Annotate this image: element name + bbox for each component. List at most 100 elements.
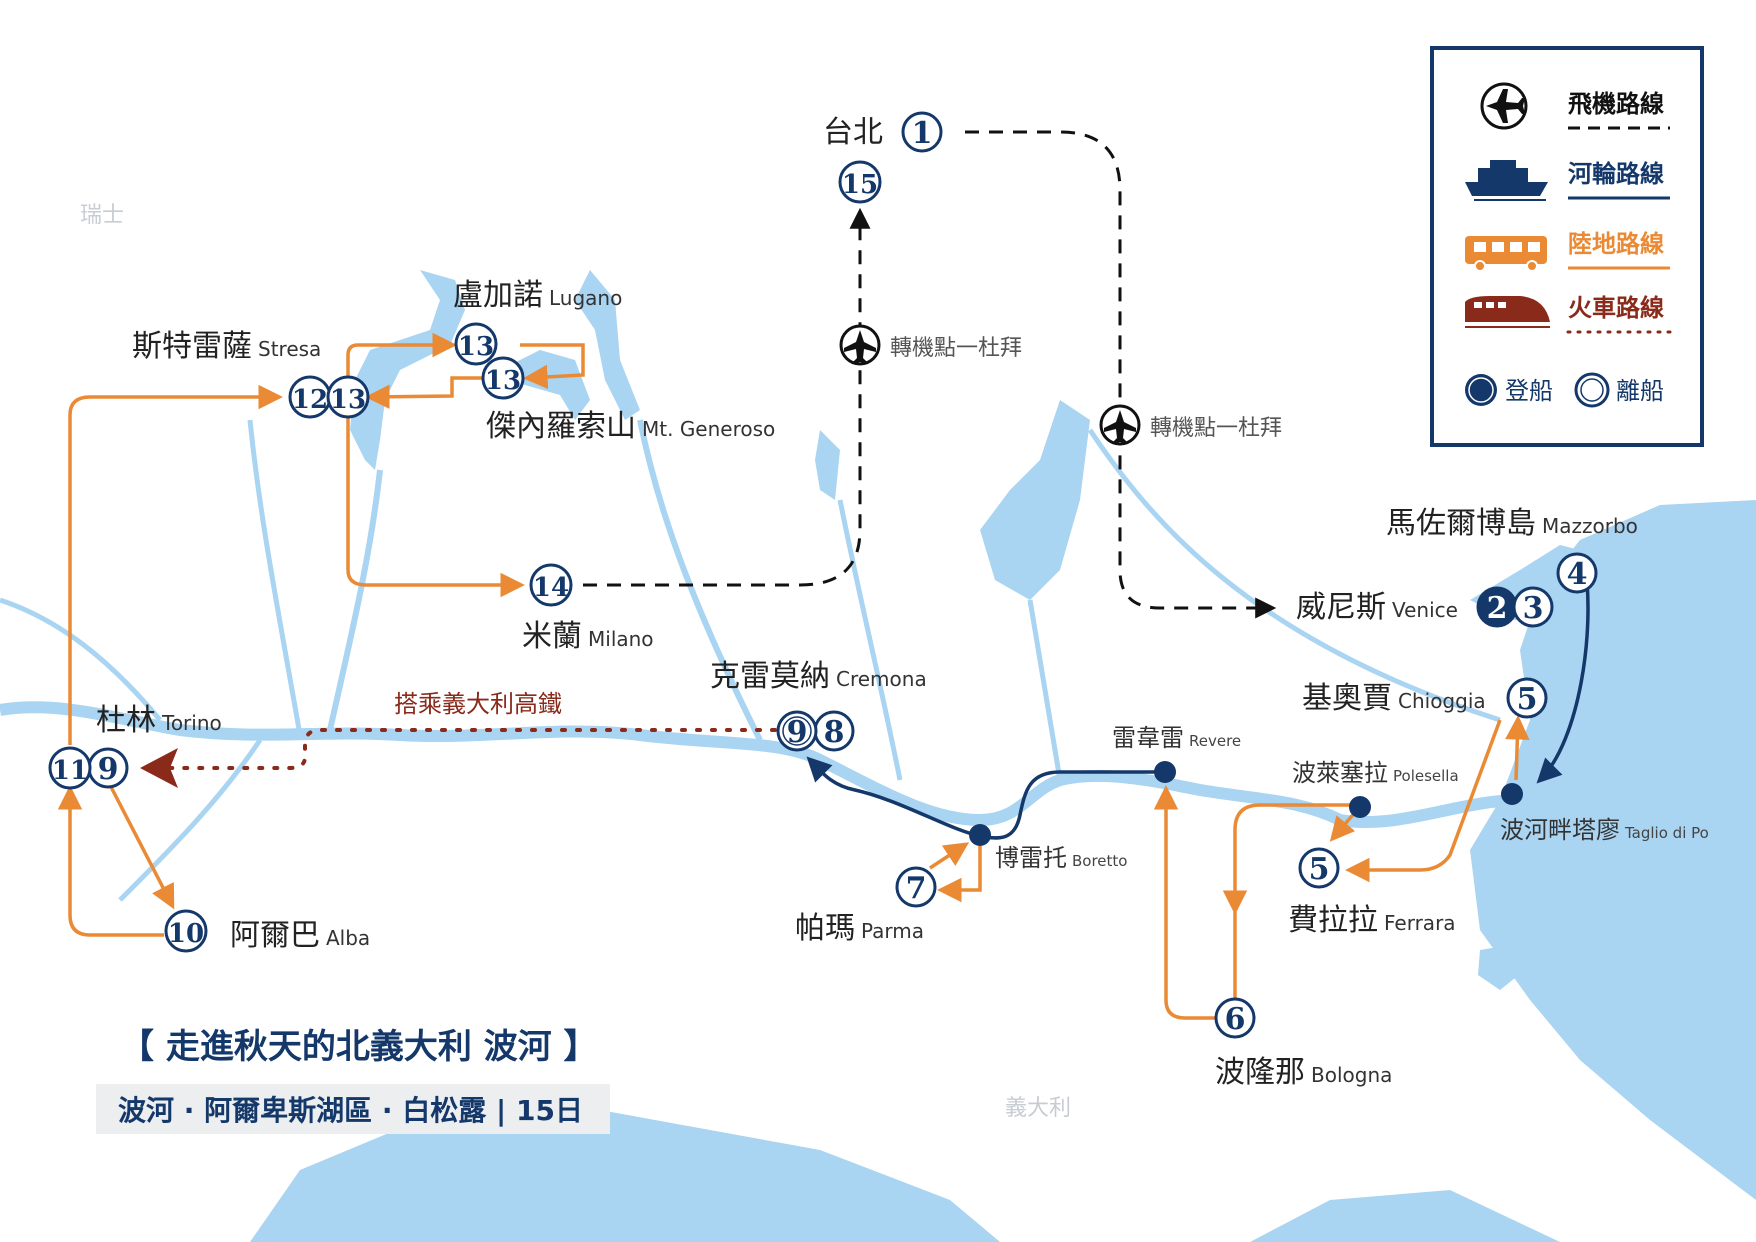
place-zh: 雷韋雷	[1112, 724, 1184, 752]
place-zh: 杜林	[96, 703, 156, 738]
land-route-taglio-chioggia	[1505, 715, 1530, 781]
transfer-point-return	[839, 324, 881, 366]
day-badge: 14	[529, 563, 573, 607]
day-badge: 8	[813, 710, 855, 752]
day-number: 13	[330, 385, 366, 415]
place-en: Lugano	[549, 286, 622, 310]
place-zh: 傑內羅索山	[486, 409, 636, 444]
place-zh: 基奧賈	[1302, 681, 1392, 716]
rail-label: 搭乘義大利高鐵	[394, 690, 562, 718]
day-number: 13	[458, 332, 494, 362]
place-en: Cremona	[836, 667, 927, 691]
lake-maggiore	[350, 270, 465, 470]
legend-rail-label: 火車路線	[1568, 294, 1664, 322]
place-en: Mt. Generoso	[642, 417, 775, 441]
legend-board-label: 登船	[1505, 377, 1553, 405]
stop-dot-boretto	[969, 824, 991, 846]
ligurian-sea	[250, 1110, 1000, 1242]
place-revere: 雷韋雷 Revere	[1112, 724, 1241, 752]
land-route-lugano-generoso	[520, 343, 585, 390]
flight-route-return	[583, 207, 871, 587]
day-number: 1	[912, 116, 933, 151]
day-badge: 13	[326, 375, 370, 419]
place-en: Revere	[1189, 732, 1241, 750]
place-zh: 威尼斯	[1296, 590, 1386, 625]
day-badge: 3	[1512, 586, 1554, 628]
legend-land: 陸地路線	[1465, 230, 1670, 272]
place-zh: 米蘭	[522, 619, 582, 654]
land-route-torino-stresa	[68, 384, 283, 745]
day-badge: 9	[776, 710, 818, 752]
place-zh: 帕瑪	[795, 911, 855, 946]
transfer-label-outbound: 轉機點一杜拜	[1150, 416, 1282, 441]
day-badge: 4	[1556, 552, 1598, 594]
page-title: 【 走進秋天的北義大利 波河 】	[120, 1027, 598, 1067]
land-route-parma-boretto	[929, 842, 970, 870]
land-route-stresa-milano	[346, 416, 525, 598]
river-sesia	[247, 419, 303, 736]
place-en: Torino	[161, 711, 222, 735]
place-zh: 波河畔塔廖	[1500, 816, 1620, 844]
lake-como	[575, 270, 640, 420]
adriatic-sea	[1470, 500, 1756, 1200]
land-route-polesella-bologna	[1222, 803, 1355, 915]
place-taipei: 台北	[823, 115, 883, 150]
day-badge: 10	[164, 909, 208, 953]
place-en: Bologna	[1311, 1063, 1392, 1087]
legend: 飛機路線 河輪路線 陸地路線	[1430, 46, 1704, 447]
airplane-icon	[1104, 410, 1136, 444]
legend-flight: 飛機路線	[1480, 82, 1670, 130]
river-ticino	[327, 469, 383, 731]
place-en: Polesella	[1393, 767, 1459, 785]
river-adda	[637, 419, 763, 742]
legend-river: 河輪路線	[1465, 160, 1670, 201]
land-route-torino-alba	[108, 784, 175, 910]
subtitle-bar	[96, 1084, 610, 1134]
day-badge: 7	[895, 866, 937, 908]
day-number: 13	[485, 366, 521, 396]
day-number: 10	[168, 919, 204, 949]
legend-flight-label: 飛機路線	[1568, 90, 1664, 118]
place-zh: 波萊塞拉	[1292, 759, 1388, 787]
day-badge: 2	[1476, 586, 1518, 628]
place-en: Parma	[861, 919, 924, 943]
legend-river-label: 河輪路線	[1568, 160, 1664, 188]
place-en: Alba	[326, 926, 370, 950]
place-zh: 波隆那	[1215, 1055, 1305, 1090]
tyrrhenian-sea	[1250, 1190, 1560, 1242]
airplane-icon	[1486, 89, 1525, 123]
place-en: Chioggia	[1398, 689, 1486, 713]
place-en: Milano	[588, 627, 654, 651]
place-en: Stresa	[258, 337, 321, 361]
place-zh: 費拉拉	[1288, 903, 1378, 938]
land-route-chioggia-ferrara	[1345, 719, 1502, 883]
day-number: 9	[787, 715, 808, 750]
train-icon	[1465, 296, 1550, 328]
place-polesella: 波萊塞拉 Polesella	[1292, 759, 1459, 787]
land-route-generoso-stresa	[365, 376, 484, 410]
place-zh: 博雷托	[995, 844, 1067, 872]
stop-dot-taglio	[1501, 783, 1523, 805]
legend-board: 登船	[1465, 374, 1553, 406]
legend-disembark: 離船	[1574, 372, 1664, 408]
rail-arrow-head	[140, 748, 178, 788]
country-label-swiss: 瑞士	[80, 203, 124, 228]
land-route-bologna-revere	[1153, 785, 1215, 1020]
legend-rail: 火車路線	[1465, 294, 1672, 334]
river-dora	[0, 597, 162, 722]
river-mincio	[1027, 599, 1063, 781]
bus-icon	[1465, 236, 1547, 272]
day-badge: 9	[87, 747, 129, 789]
po-river	[0, 701, 1601, 829]
day-badge: 12	[288, 375, 332, 419]
land-route-boretto-parma	[937, 846, 982, 903]
